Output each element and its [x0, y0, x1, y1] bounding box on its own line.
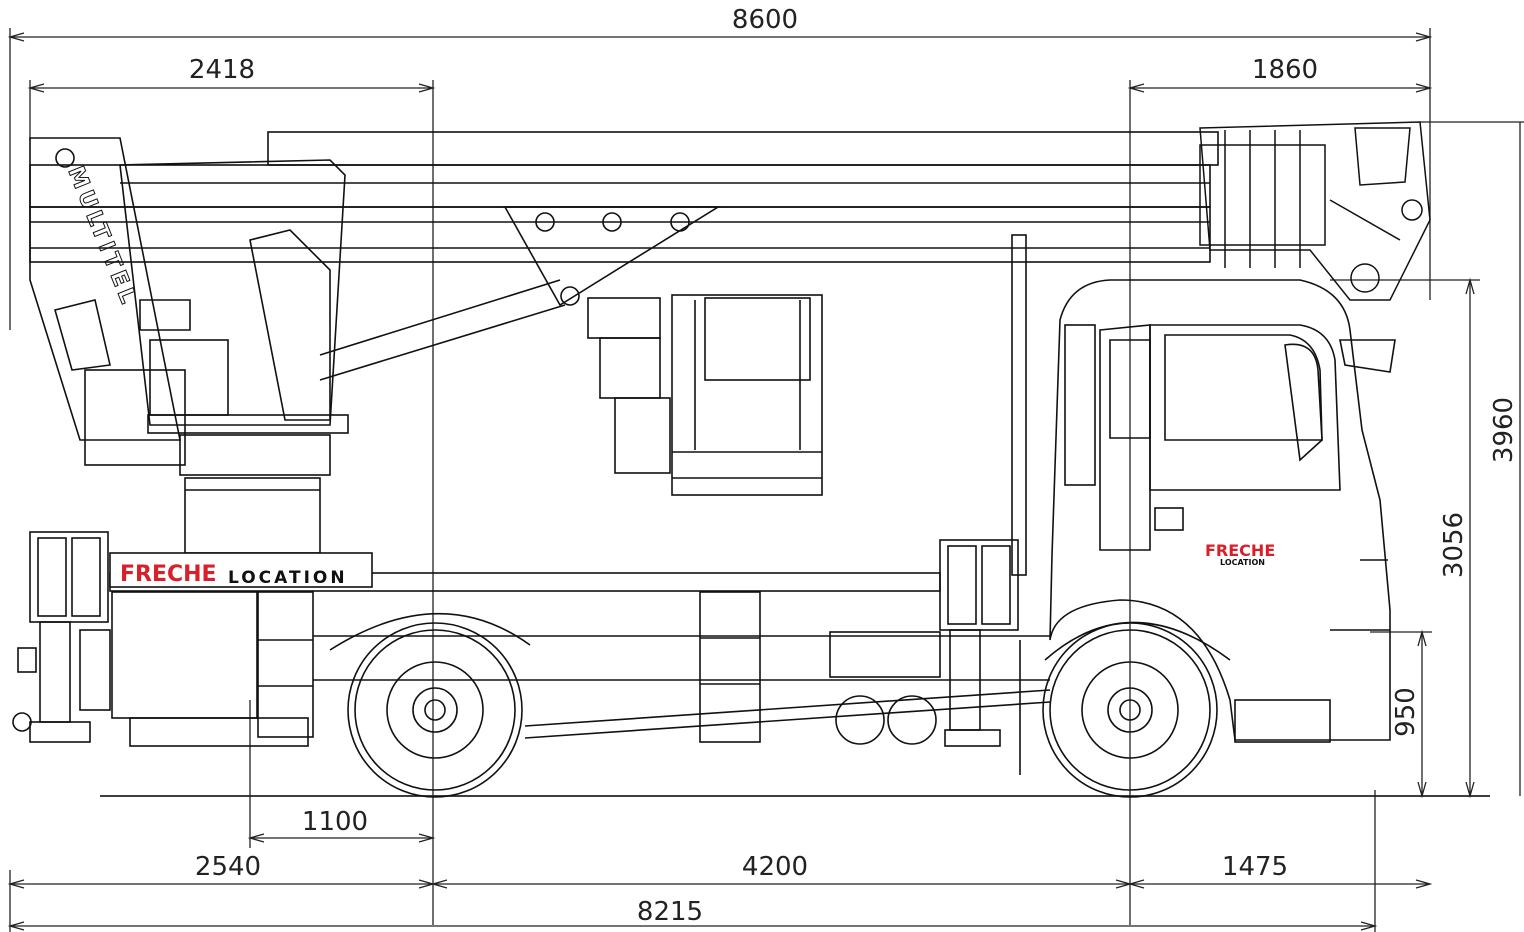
front-wheel	[1042, 622, 1218, 798]
dim-boom-rear-overhang: 2418	[189, 55, 255, 85]
dim-boom-front-overhang: 1860	[1252, 55, 1318, 85]
side-brand-panel: FRECHE LOCATION	[109, 552, 373, 588]
dim-front-overhang: 1475	[1222, 852, 1288, 882]
dimension-labels: 8600 2418 1860 1100 2540 4200 1475 8215 …	[189, 5, 1519, 927]
truck-cab	[1044, 279, 1396, 743]
platform-basket	[587, 294, 823, 496]
door-brand-black: LOCATION	[1220, 558, 1265, 567]
dim-cab-height: 3056	[1439, 512, 1469, 578]
dim-rear-overhang: 2540	[195, 852, 261, 882]
chassis	[12, 234, 1051, 775]
dim-wheelbase: 4200	[742, 852, 808, 882]
turret	[29, 137, 349, 554]
side-brand-black: LOCATION	[228, 568, 348, 588]
telescopic-boom	[29, 131, 1219, 381]
dim-overall-height: 3960	[1489, 397, 1519, 463]
dim-rear-overhang-offset: 1100	[302, 807, 368, 837]
dim-frame-height: 950	[1391, 687, 1421, 737]
dim-overall-length: 8600	[732, 5, 798, 35]
dimension-lines	[7, 28, 1524, 932]
side-brand-red: FRECHE	[120, 562, 217, 587]
dim-chassis-length: 8215	[637, 897, 703, 927]
boom-head	[1199, 121, 1431, 301]
rear-wheel	[347, 622, 523, 798]
door-brand-red: FRECHE	[1205, 541, 1275, 560]
door-brand-logo: FRECHE LOCATION	[1205, 541, 1275, 567]
